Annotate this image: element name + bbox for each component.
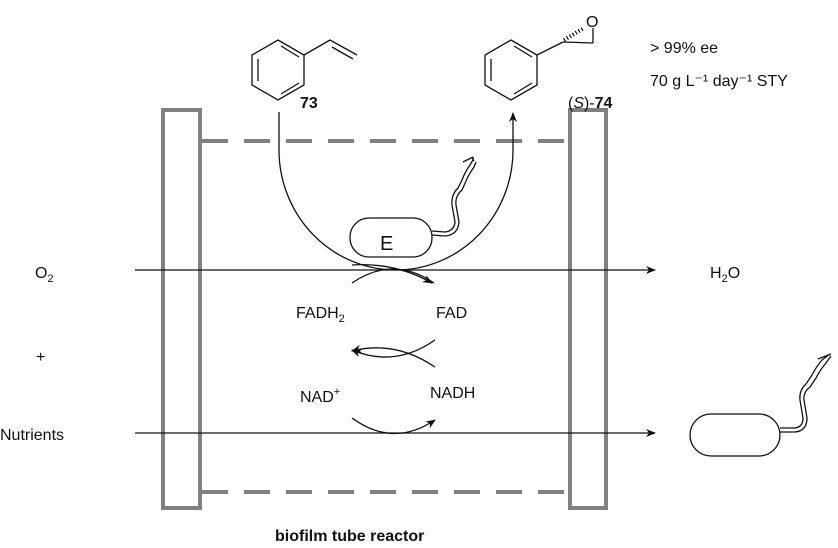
fad-reduction-arrow — [351, 263, 433, 284]
fad-label: FAD — [436, 305, 467, 322]
enantiomeric-excess: > 99% ee — [650, 40, 718, 57]
fad-arc-left — [351, 268, 435, 284]
fad-regeneration-arrow — [351, 339, 436, 358]
space-time-yield: 70 g L⁻¹ day⁻¹ STY — [650, 73, 788, 90]
nad-arrow — [351, 344, 436, 368]
bacterium-icon — [689, 353, 832, 457]
water-label: H2O — [710, 265, 740, 285]
reactor-wall-left — [161, 108, 202, 510]
nad-label: NAD+ — [300, 386, 340, 406]
conversion-arrow — [278, 112, 517, 271]
nadh-regeneration-arrow — [351, 417, 436, 435]
enzyme-label: E — [380, 233, 393, 255]
substrate-label: 73 — [300, 95, 318, 112]
nutrients-label: Nutrients — [0, 427, 64, 444]
oxygen-label: O2 — [35, 265, 54, 285]
plus-sign: + — [36, 349, 45, 366]
styrene-structure — [251, 39, 358, 101]
fadh2-label: FADH2 — [296, 305, 345, 325]
diagram-caption: biofilm tube reactor — [275, 528, 424, 545]
bacterium-enzyme — [349, 156, 477, 258]
styrene-oxide-structure — [484, 26, 594, 101]
reactor-wall-right — [568, 108, 608, 510]
product-label: (S)-74 — [568, 95, 613, 112]
epoxide-oxygen: O — [586, 14, 598, 31]
nadh-label: NADH — [430, 385, 475, 402]
